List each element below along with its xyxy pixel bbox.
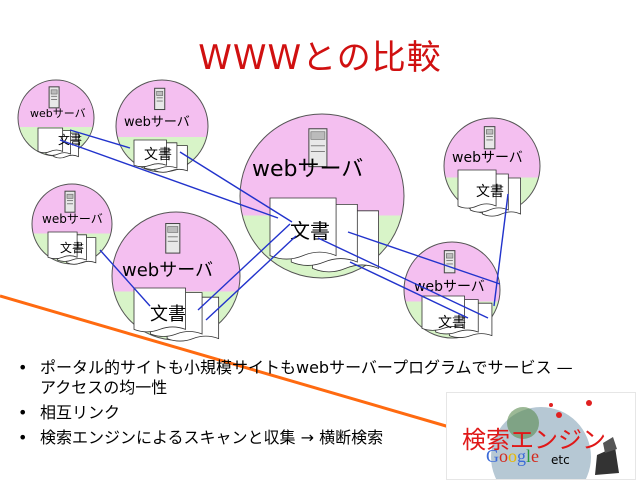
google-logo: Google [486, 446, 539, 467]
hyperlink-line [69, 129, 131, 149]
server-tower-icon [154, 87, 166, 111]
hyperlink-line [179, 151, 293, 223]
document-stack-icon [37, 127, 79, 159]
document-label: 文書 [290, 219, 330, 243]
bullet-item: • 検索エンジンによるスキャンと収集 → 横断検索 [14, 428, 574, 448]
hyperlink-line [205, 235, 297, 321]
search-engine-panel [446, 392, 636, 483]
document-label: 文書 [58, 132, 82, 147]
hyperlink-line [197, 223, 291, 311]
globe-icon [491, 400, 619, 483]
logo-letter: o [508, 446, 517, 466]
server-tower-icon [483, 126, 496, 150]
server-label: webサーバ [30, 107, 86, 120]
logo-letter: l [526, 446, 532, 466]
server-label: webサーバ [414, 279, 485, 295]
document-stack-icon [133, 139, 188, 173]
bullet-text: 検索エンジンによるスキャンと収集 → 横断検索 [40, 428, 384, 447]
document-label: 文書 [150, 304, 186, 325]
bullet-list: • ポータル的サイトも小規模サイトもwebサーバープログラムでサービス — アクセ… [14, 358, 574, 453]
bullet-item: • ポータル的サイトも小規模サイトもwebサーバープログラムでサービス — アクセ… [14, 358, 574, 398]
hyperlink-line [59, 139, 279, 219]
hyperlink-line [493, 193, 509, 307]
document-label: 文書 [476, 184, 504, 200]
hyperlink-line [99, 249, 151, 307]
page-title: WWWとの比較 [198, 38, 442, 78]
document-stack-icon [457, 169, 521, 217]
document-label: 文書 [144, 147, 172, 163]
server-tower-icon [48, 86, 60, 109]
document-stack-icon [421, 295, 493, 338]
server-label: webサーバ [252, 157, 363, 182]
logo-letter: o [499, 446, 508, 466]
bullet-item: • 相互リンク [14, 403, 574, 423]
server-label: webサーバ [42, 212, 103, 226]
server-tower-icon [64, 190, 76, 213]
document-label: 文書 [438, 315, 466, 331]
crawl-line [0, 294, 471, 435]
server-tower-icon [165, 223, 181, 254]
server-tower-icon [443, 250, 456, 274]
hyperlink-line [347, 231, 501, 285]
logo-letter: e [531, 446, 540, 466]
hyperlink-line [349, 261, 469, 319]
logo-letter: G [486, 446, 499, 466]
bullet-dot-icon: • [18, 428, 28, 447]
bullet-text: 相互リンク [40, 403, 121, 422]
document-label: 文書 [60, 240, 84, 255]
server-label: webサーバ [124, 115, 190, 130]
hyperlink-line [317, 237, 489, 319]
bullet-dot-icon: • [18, 403, 28, 422]
etc-label: etc [551, 453, 570, 467]
document-stack-icon [269, 197, 379, 273]
search-engine-label: 検索エンジン [462, 426, 606, 454]
bullet-text: ポータル的サイトも小規模サイトもwebサーバープログラムでサービス — アクセス… [40, 358, 573, 397]
server-tower-icon [308, 128, 328, 168]
document-stack-icon [47, 231, 97, 265]
bullet-dot-icon: • [18, 358, 28, 377]
robot-icon [595, 437, 619, 475]
document-stack-icon [133, 287, 220, 342]
logo-letter: g [517, 446, 526, 466]
server-label: webサーバ [122, 260, 213, 281]
server-label: webサーバ [452, 150, 523, 166]
